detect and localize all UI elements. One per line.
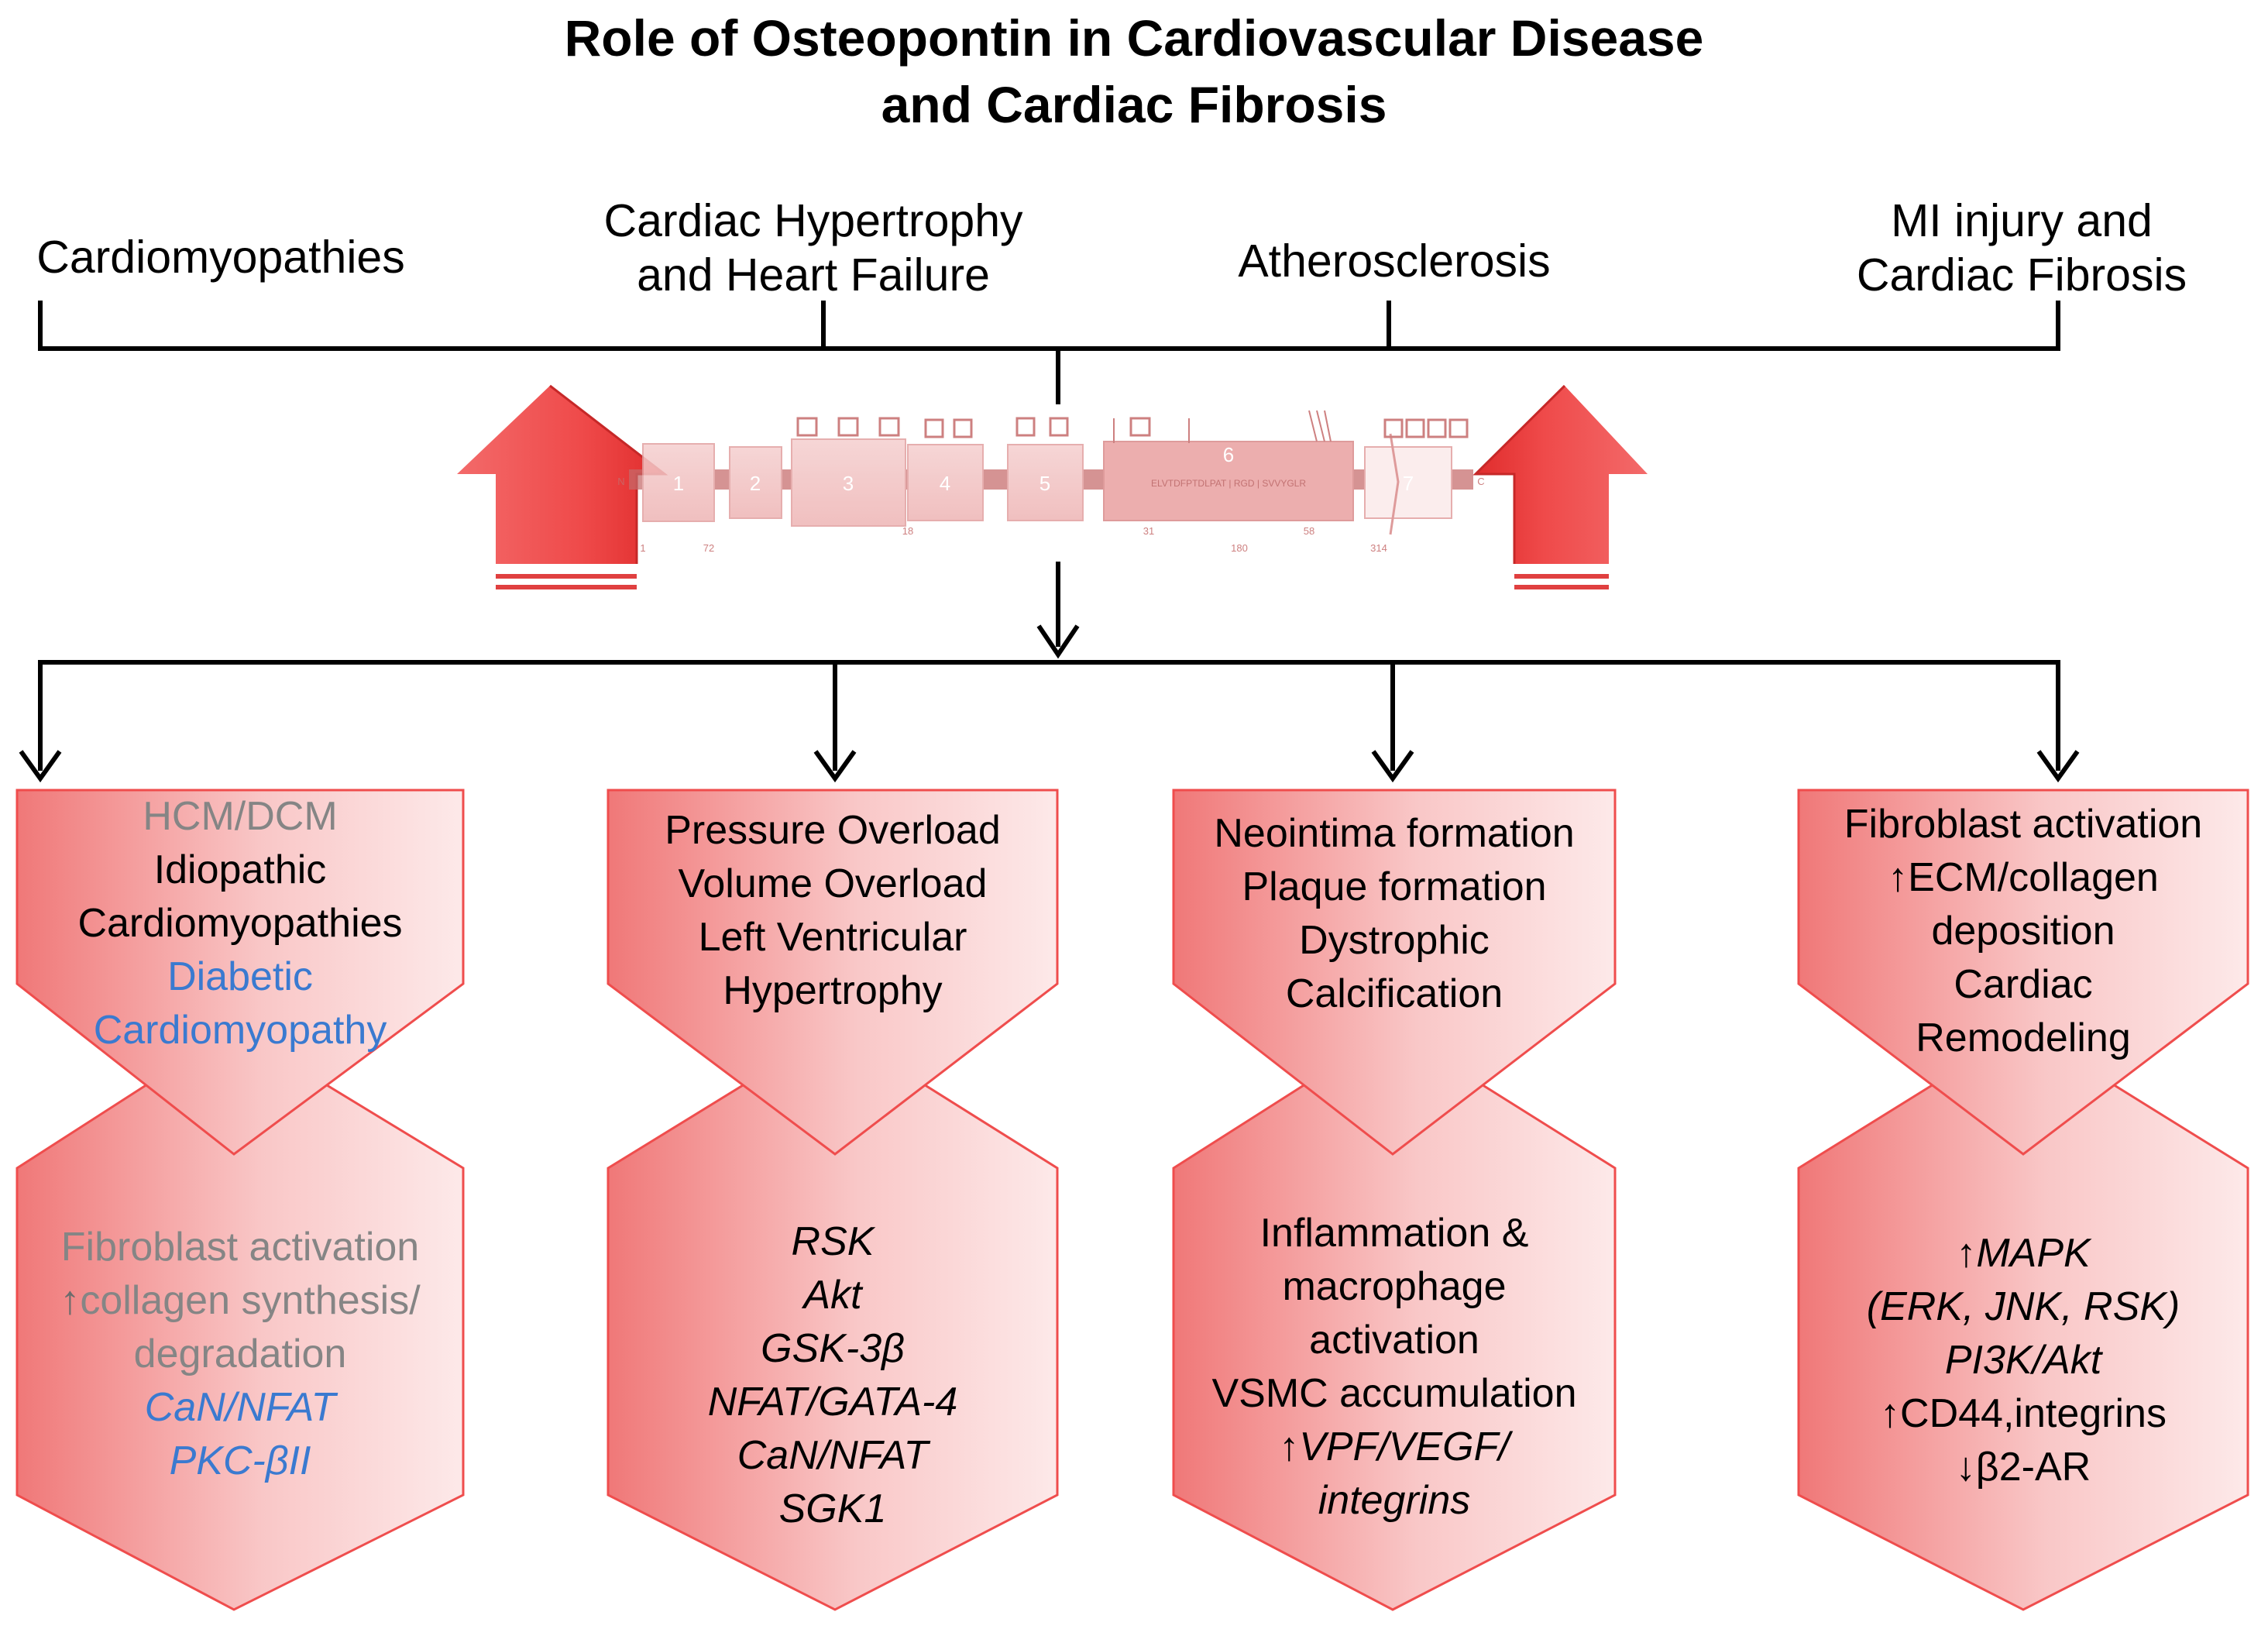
center-down-arrow	[1036, 562, 1080, 659]
domain-5-label: 5	[1040, 472, 1050, 495]
n-terminus-label: N	[617, 476, 624, 487]
box-line: RSK	[791, 1219, 875, 1264]
category-label-line-1: Cardiac Hypertrophy	[603, 195, 1023, 246]
category-mi-injury: MI injury and Cardiac Fibrosis	[1782, 194, 2262, 302]
box-line: Left Ventricular	[698, 915, 967, 960]
box-line: Remodeling	[1916, 1016, 2131, 1060]
box-line: Calcification	[1285, 971, 1503, 1016]
box-line: (ERK, JNK, RSK)	[1866, 1284, 2180, 1329]
residue-label: 180	[1231, 542, 1248, 554]
box-line-up: CD44,integrins	[1799, 1387, 2248, 1441]
box-line: Hypertrophy	[723, 968, 943, 1013]
box-line: macrophage	[1282, 1264, 1507, 1309]
box-line: Fibroblast activation	[60, 1225, 420, 1270]
residue-label: 58	[1304, 525, 1314, 537]
residue-numbers: 1 72 18 31 180 58 314	[640, 525, 1387, 554]
col1-bottom-text: Fibroblast activation collagen synthesis…	[17, 1221, 463, 1488]
box-line: Dystrophic	[1299, 918, 1490, 963]
top-bracket	[38, 301, 2060, 404]
box-line: PI3K/Akt	[1944, 1338, 2102, 1383]
box-line-down: β2-AR	[1799, 1441, 2248, 1494]
box-line: Volume Overload	[678, 861, 988, 906]
box-line: NFAT/GATA-4	[707, 1380, 958, 1425]
residue-label: 31	[1143, 525, 1154, 537]
category-label: Atherosclerosis	[1238, 235, 1551, 287]
domain-6-label: 6	[1223, 443, 1234, 466]
chevron-col2-top	[607, 789, 1059, 1156]
category-label-line-2: Cardiac Fibrosis	[1856, 249, 2187, 301]
category-cardiomyopathies: Cardiomyopathies	[8, 230, 434, 284]
box-line: deposition	[1931, 909, 2115, 954]
box-line: Plaque formation	[1242, 864, 1547, 909]
box-line: degradation	[133, 1332, 347, 1376]
category-label: Cardiomyopathies	[36, 232, 405, 283]
box-line: Idiopathic	[153, 847, 327, 892]
box-line: Diabetic	[167, 954, 313, 999]
motif-label: ELVTDFPTDLPAT | RGD | SVVYGLR	[1151, 478, 1306, 489]
box-line: Cardiomyopathies	[77, 901, 403, 946]
box-line: Neointima formation	[1214, 811, 1575, 856]
bottom-bracket	[19, 660, 2080, 783]
box-line: GSK-3β	[761, 1326, 905, 1371]
box-line: SGK1	[778, 1486, 887, 1531]
box-line: activation	[1309, 1318, 1479, 1363]
box-line: integrins	[1318, 1478, 1471, 1523]
col2-bottom-text: RSK Akt GSK-3β NFAT/GATA-4 CaN/NFAT SGK1	[608, 1215, 1057, 1536]
osteopontin-protein-diagram: 1 2 3 4 5 6 7 N C ELVTDFPTDLPAT | RGD | …	[617, 410, 1485, 554]
up-arrow-right	[1472, 384, 1648, 589]
box-line: PKC-βII	[169, 1438, 311, 1483]
box-line: CaN/NFAT	[144, 1385, 336, 1430]
box-line: Fibroblast activation	[1844, 802, 2203, 847]
col3-top-text: Neointima formation Plaque formation Dys…	[1174, 807, 1615, 1021]
box-line-up: ECM/collagen	[1799, 851, 2248, 905]
category-label-line-2: and Heart Failure	[637, 249, 990, 301]
figure-title-line-1: Role of Osteopontin in Cardiovascular Di…	[564, 9, 1704, 67]
residue-label: 1	[640, 542, 645, 554]
col2-top-text: Pressure Overload Volume Overload Left V…	[608, 804, 1057, 1018]
residue-label: 18	[902, 525, 913, 537]
box-line: Cardiac	[1954, 962, 2093, 1007]
box-line-up: VPF/VEGF/	[1174, 1421, 1615, 1474]
domain-3-label: 3	[843, 472, 854, 495]
residue-label: 314	[1370, 542, 1387, 554]
box-line: Inflammation &	[1259, 1211, 1529, 1256]
category-label-line-1: MI injury and	[1891, 195, 2153, 246]
box-line: Cardiomyopathy	[93, 1008, 387, 1053]
col4-top-text: Fibroblast activation ECM/collagen depos…	[1799, 798, 2248, 1065]
chevron-col3-top	[1172, 789, 1617, 1156]
col4-bottom-text: MAPK (ERK, JNK, RSK) PI3K/Akt CD44,integ…	[1799, 1227, 2248, 1494]
figure-title-line-2: and Cardiac Fibrosis	[881, 76, 1387, 133]
domain-numbers: 1 2 3 4 5 6 7	[673, 443, 1414, 495]
category-cardiac-hypertrophy: Cardiac Hypertrophy and Heart Failure	[542, 194, 1084, 302]
category-atherosclerosis: Atherosclerosis	[1162, 234, 1627, 288]
col3-bottom-text: Inflammation & macrophage activation VSM…	[1174, 1207, 1615, 1528]
box-line: Akt	[803, 1273, 862, 1318]
box-line-up: MAPK	[1799, 1227, 2248, 1280]
c-terminus-label: C	[1477, 476, 1484, 487]
domain-4-label: 4	[940, 472, 950, 495]
domain-1-label: 1	[673, 472, 684, 495]
chevron-col1-top	[15, 789, 465, 1156]
col1-top-text: HCM/DCM Idiopathic Cardiomyopathies Diab…	[17, 790, 463, 1057]
box-line: VSMC accumulation	[1211, 1371, 1577, 1416]
box-line: HCM/DCM	[143, 794, 338, 839]
box-line: Pressure Overload	[665, 808, 1001, 853]
box-line: CaN/NFAT	[737, 1433, 929, 1478]
residue-label: 72	[703, 542, 714, 554]
box-line-up: collagen synthesis/	[17, 1274, 463, 1328]
domain-2-label: 2	[750, 472, 761, 495]
domain-7-label: 7	[1403, 472, 1414, 495]
